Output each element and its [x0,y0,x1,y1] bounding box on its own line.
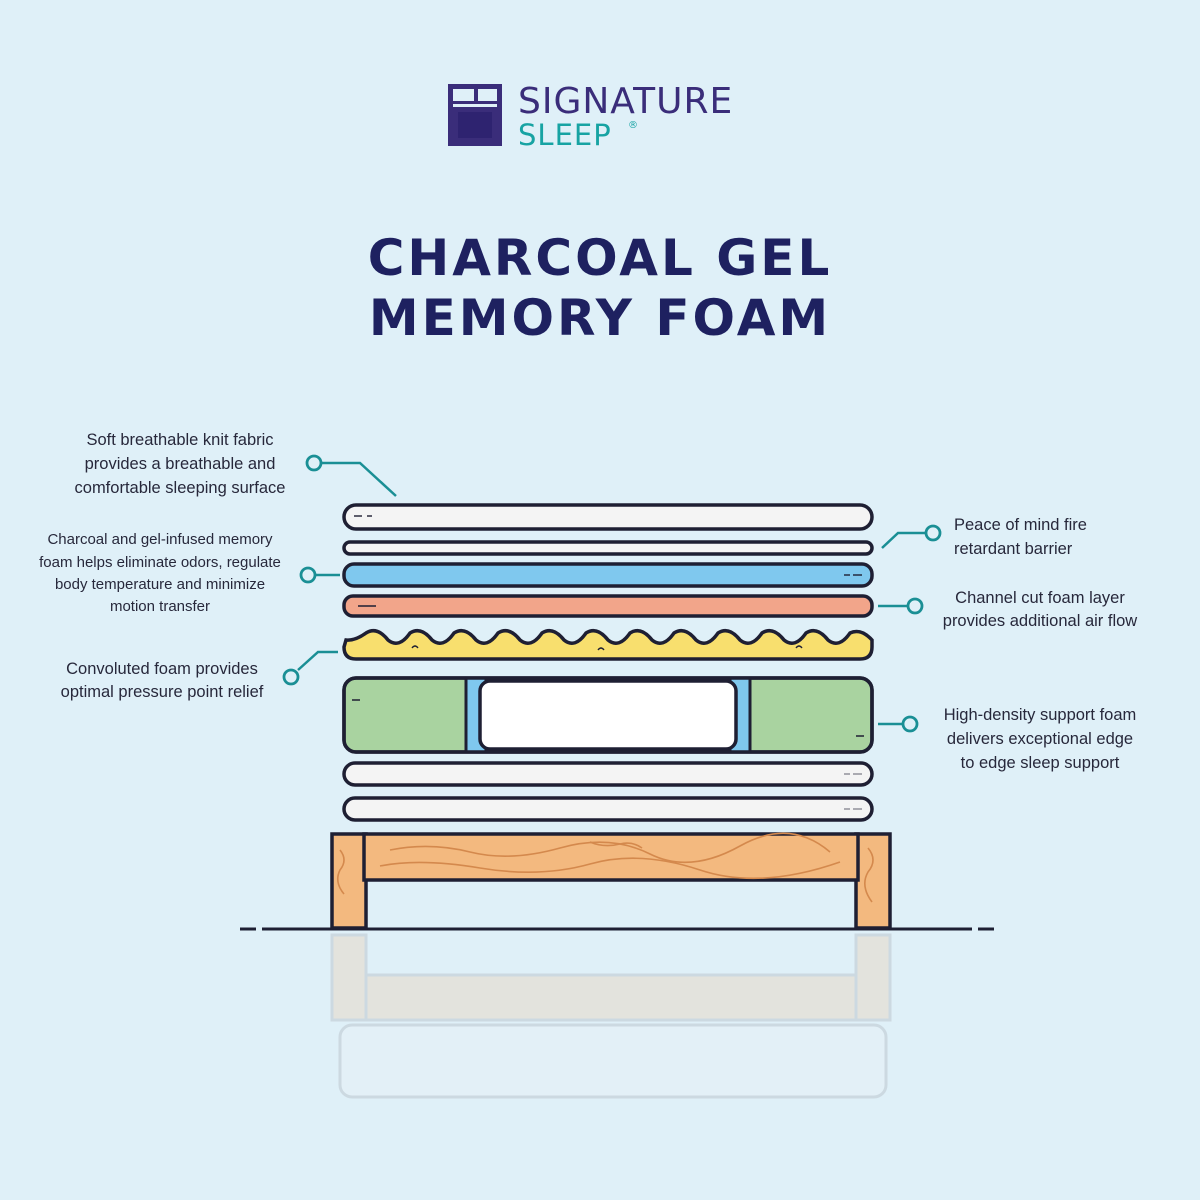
convoluted-marks [411,645,803,651]
callout-dot-convoluted [282,668,300,686]
callout-charcoal-gel: Charcoal and gel-infused memory foam hel… [39,531,281,615]
registered-mark: ® [628,120,638,131]
bed-logo-icon [448,84,502,146]
callout-charcoal-gel-line1: Charcoal and gel-infused memory [47,531,273,548]
callout-support-foam-line2: delivers exceptional edge [947,730,1133,748]
mattress-layers [342,503,874,822]
knit-fabric-layer [342,503,874,531]
callout-channel-cut-line1: Channel cut foam layer [955,589,1125,607]
channel-cut-foam-layer [342,594,874,618]
frame-rail [362,832,860,882]
brand-logo: SIGNATURE SLEEP ® [448,81,733,152]
callout-convoluted: Convoluted foam provides optimal pressur… [61,660,264,701]
layer-texture-marks [844,773,862,810]
callout-channel-cut: Channel cut foam layer provides addition… [943,589,1138,630]
callout-dot-support-foam [901,715,919,733]
frame-leg-right [854,832,892,930]
callout-fire-barrier-line2: retardant barrier [954,540,1073,558]
callout-dot-fire-barrier [924,524,942,542]
callout-charcoal-gel-line4: motion transfer [110,598,210,615]
brand-line1: SIGNATURE [518,81,733,122]
callout-support-foam-line3: to edge sleep support [961,754,1120,772]
callout-charcoal-gel-line2: foam helps eliminate odors, regulate [39,554,281,571]
callout-knit-fabric: Soft breathable knit fabric provides a b… [75,431,286,497]
convoluted-foam-layer [342,628,874,661]
callout-support-foam: High-density support foam delivers excep… [944,706,1137,772]
base-foam-layer-bottom [342,796,874,822]
leader-lines [282,454,942,733]
callout-charcoal-gel-line3: body temperature and minimize [55,576,265,593]
charcoal-gel-foam-layer [342,562,874,588]
floor-reflection [330,933,892,1099]
callout-knit-fabric-line3: comfortable sleeping surface [75,479,286,497]
callout-dot-knit-fabric [305,454,323,472]
callout-knit-fabric-line2: provides a breathable and [85,455,276,473]
brand-line2: SLEEP [518,118,612,152]
callout-fire-barrier: Peace of mind fire retardant barrier [954,516,1087,558]
callout-convoluted-line2: optimal pressure point relief [61,683,264,701]
callout-knit-fabric-line1: Soft breathable knit fabric [86,431,273,449]
callout-channel-cut-line2: provides additional air flow [943,612,1138,630]
wood-grain [336,832,874,903]
callout-fire-barrier-line1: Peace of mind fire [954,516,1087,534]
wood-bed-frame [330,832,892,930]
base-foam-layer-top [342,761,874,787]
title-line2: MEMORY FOAM [369,289,831,347]
callout-dot-charcoal-gel [299,566,317,584]
callout-convoluted-line1: Convoluted foam provides [66,660,258,678]
fire-barrier-layer [342,540,874,556]
support-foam-layer [342,676,874,754]
callout-dot-channel-cut [906,597,924,615]
callout-support-foam-line1: High-density support foam [944,706,1137,724]
title-line1: CHARCOAL GEL [368,229,833,287]
